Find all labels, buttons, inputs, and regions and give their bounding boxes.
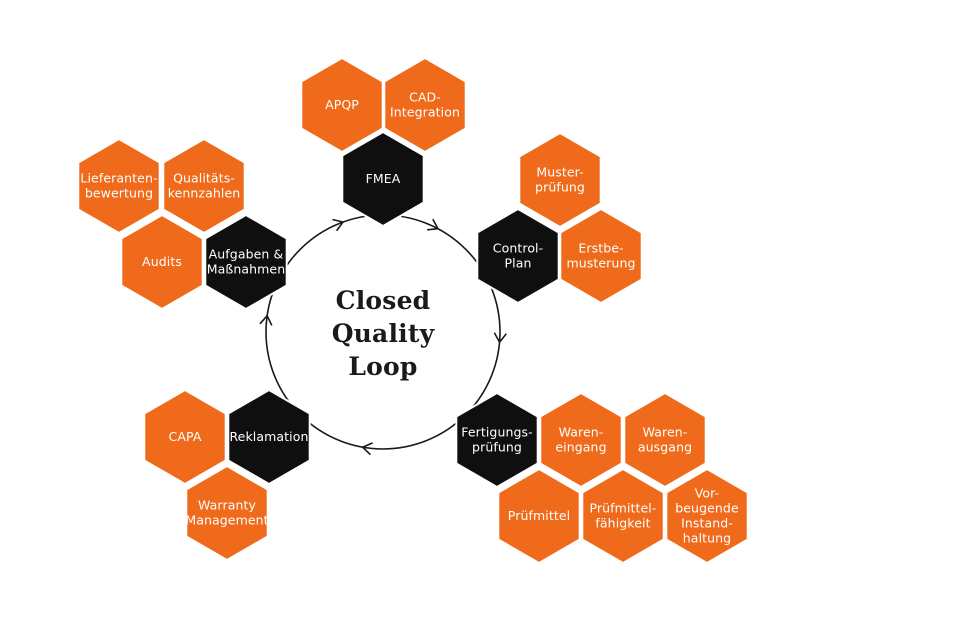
hex-node-audits: Audits (120, 213, 204, 311)
hex-label-musterpruefung: Muster- (536, 165, 583, 180)
hex-label-wareneingang: eingang (555, 440, 606, 455)
hex-node-wareneingang: Waren-eingang (539, 391, 623, 489)
hex-shape-warenausgang (623, 391, 707, 489)
hex-shape-wareneingang (539, 391, 623, 489)
hex-shape-warranty-management (185, 464, 269, 562)
hex-node-lieferantenbewertung: Lieferanten-bewertung (77, 137, 161, 235)
loop-arrow (493, 332, 507, 344)
hex-label-audits: Audits (142, 254, 182, 269)
hex-label-aufgaben-massnahmen: Maßnahmen (207, 262, 286, 277)
hex-label-wareneingang: Waren- (559, 425, 604, 440)
hex-label-vorbeugende-instandhaltung: beugende (675, 501, 739, 516)
hex-node-qualitaetskennzahlen: Qualitäts-kennzahlen (162, 137, 246, 235)
loop-arrow (259, 314, 273, 326)
hex-label-cad-integration: CAD- (409, 90, 441, 105)
hex-label-lieferantenbewertung: bewertung (85, 186, 153, 201)
hex-node-musterpruefung: Muster-prüfung (518, 131, 602, 229)
hex-shape-lieferantenbewertung (77, 137, 161, 235)
hex-label-capa: CAPA (169, 429, 202, 444)
hex-shape-aufgaben-massnahmen (204, 213, 288, 311)
hex-shape-fmea (341, 130, 425, 228)
hex-node-cad-integration: CAD-Integration (383, 56, 467, 154)
hex-shape-erstbemusterung (559, 207, 643, 305)
hex-label-warenausgang: Waren- (643, 425, 688, 440)
hex-label-vorbeugende-instandhaltung: haltung (683, 531, 731, 546)
loop-arrow (427, 218, 440, 231)
hex-label-warranty-management: Warranty (198, 498, 256, 513)
hex-shape-reklamation (227, 388, 311, 486)
hex-label-control-plan: Plan (505, 256, 532, 271)
hex-node-warenausgang: Waren-ausgang (623, 391, 707, 489)
hex-shape-capa (143, 388, 227, 486)
hex-node-pruefmittelfaehigkeit: Prüfmittel-fähigkeit (581, 467, 665, 565)
hex-shape-vorbeugende-instandhaltung (665, 467, 749, 565)
hex-shape-pruefmittel (497, 467, 581, 565)
hex-label-qualitaetskennzahlen: Qualitäts- (173, 171, 235, 186)
hex-shape-cad-integration (383, 56, 467, 154)
hex-label-qualitaetskennzahlen: kennzahlen (168, 186, 241, 201)
hex-node-fertigungspruefung: Fertigungs-prüfung (455, 391, 539, 489)
hex-node-pruefmittel: Prüfmittel (497, 467, 581, 565)
hex-label-erstbemusterung: Erstbe- (578, 241, 623, 256)
loop-title: Closed Quality Loop (332, 286, 436, 381)
hex-label-lieferantenbewertung: Lieferanten- (80, 171, 157, 186)
hex-shape-pruefmittelfaehigkeit (581, 467, 665, 565)
hex-label-fertigungspruefung: prüfung (472, 440, 522, 455)
hex-shape-fertigungspruefung (455, 391, 539, 489)
hex-label-fmea: FMEA (366, 171, 401, 186)
hex-label-vorbeugende-instandhaltung: Instand- (681, 516, 733, 531)
hex-label-erstbemusterung: musterung (566, 256, 635, 271)
hex-node-erstbemusterung: Erstbe-musterung (559, 207, 643, 305)
hex-label-reklamation: Reklamation (229, 429, 308, 444)
loop-title-line-3: Loop (348, 352, 417, 381)
hex-node-control-plan: Control-Plan (476, 207, 560, 305)
hex-label-aufgaben-massnahmen: Aufgaben & (209, 247, 284, 262)
loop-title-line-2: Quality (332, 319, 436, 348)
hex-shape-qualitaetskennzahlen (162, 137, 246, 235)
hex-label-musterpruefung: prüfung (535, 180, 585, 195)
hex-label-warenausgang: ausgang (638, 440, 692, 455)
hex-node-fmea: FMEA (341, 130, 425, 228)
hex-node-apqp: APQP (300, 56, 384, 154)
hex-node-capa: CAPA (143, 388, 227, 486)
hex-shape-audits (120, 213, 204, 311)
hex-shape-musterpruefung (518, 131, 602, 229)
loop-title-line-1: Closed (336, 286, 431, 315)
hex-label-apqp: APQP (325, 97, 359, 112)
loop-arrow (332, 218, 345, 232)
hex-label-fertigungspruefung: Fertigungs- (461, 425, 533, 440)
hex-label-pruefmittelfaehigkeit: fähigkeit (595, 516, 650, 531)
hex-label-vorbeugende-instandhaltung: Vor- (695, 486, 719, 501)
hex-label-warranty-management: Management (185, 513, 268, 528)
hex-label-pruefmittelfaehigkeit: Prüfmittel- (589, 501, 656, 516)
hex-node-aufgaben-massnahmen: Aufgaben &Maßnahmen (204, 213, 288, 311)
hex-label-cad-integration: Integration (390, 105, 460, 120)
hex-label-control-plan: Control- (493, 241, 544, 256)
hex-label-pruefmittel: Prüfmittel (508, 508, 570, 523)
hex-node-reklamation: Reklamation (227, 388, 311, 486)
hex-shape-control-plan (476, 207, 560, 305)
hex-shape-apqp (300, 56, 384, 154)
loop-arrow (361, 442, 373, 456)
